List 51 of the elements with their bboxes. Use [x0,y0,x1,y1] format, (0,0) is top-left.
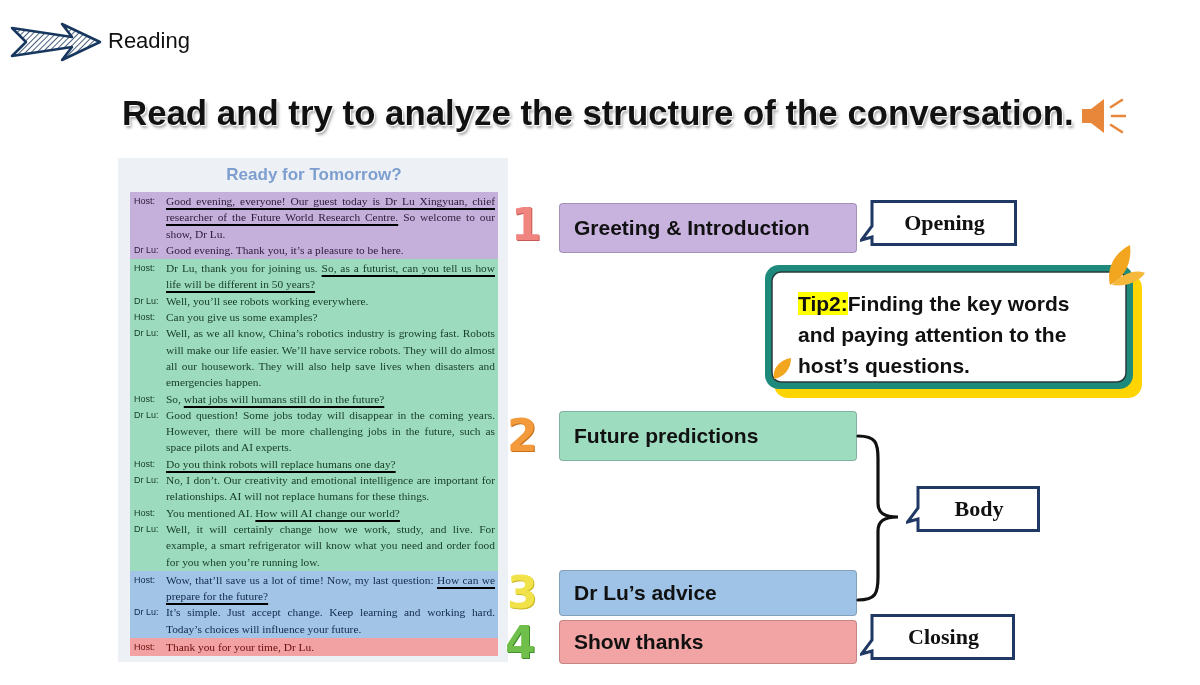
speaker-label: Dr Lu: [133,294,159,308]
passage-panel [118,158,508,662]
speaker-label: Dr Lu: [133,522,159,536]
speaker-label: Host: [133,195,155,208]
speaker-label: Host: [133,573,155,587]
speaker-label: Host: [133,392,155,406]
speaker-label: Dr Lu: [133,327,159,341]
callout-bubble: Opening [860,200,1017,246]
speech-text: Good evening, everyone! Our guest today is Dr Lu Xingyuan, chief researcher of the Future World Research Centre. So welcome to our show, Dr Lu. [166,194,495,242]
speaker-label: Host: [133,506,155,520]
speech-text: Can you give us some examples? [166,310,319,326]
step-number: 3 [507,571,538,615]
tip-box [764,264,1142,398]
speaker-label: Dr Lu: [133,408,159,422]
dialogue-band [130,192,498,260]
section-box: Future predictions [559,411,857,461]
speech-text: Well, as we all know, China’s robotics industry is growing fast. Robots will make our life easier. We’ll have service robots. They will do almost all our housework. They will also help save lives when disasters and emergencies happen. [166,326,495,391]
speech-text: Well, you’ll see robots working everywhere. [166,293,370,309]
passage-title: Ready for Tomorrow? [225,164,403,186]
speaker-label: Host: [133,641,155,654]
speech-text: Good question! Some jobs today will disappear in the coming years. However, there will be more challenging jobs in the future, such as space pilots and AI experts. [166,407,495,456]
tip-text: Tip2:Finding the key words and paying attention to the host’s questions. [798,291,1071,379]
speech-text: Wow, that’ll save us a lot of time! Now, my last question: How can we prepare for the future? [166,572,495,605]
speaker-label: Dr Lu: [133,243,159,257]
callout-bubble: Closing [860,614,1015,660]
speech-text: Thank you for your time, Dr Lu. [166,640,316,655]
step-number: 1 [511,203,542,247]
speech-text: Do you think robots will replace humans one day? [166,456,397,472]
section-heading: Reading [108,28,190,54]
speaker-label: Host: [133,262,155,276]
step-number: 2 [507,414,538,458]
callout-bubble: Body [906,486,1040,532]
slide-title: Read and try to analyze the structure of the conversation. [122,93,1074,134]
step-number: 4 [505,621,536,665]
section-box: Show thanks [559,620,857,664]
speech-text: It’s simple. Just accept change. Keep learning and working hard. Today’s choices will influence your future. [166,605,495,637]
speech-text: Dr Lu, thank you for joining us. So, as a futurist, can you tell us how life will be different in 50 years? [166,261,495,293]
speech-text: Good evening. Thank you, it’s a pleasure to be here. [166,242,405,258]
speech-text: You mentioned AI. How will AI change our world? [166,505,401,521]
speaker-label: Host: [133,457,155,471]
speech-text: Well, it will certainly change how we work, study, and live. For example, a smart refrigerator will know what you need and order food for you when you’re running low. [166,521,495,570]
dialogue-band [130,570,498,638]
speaker-label: Dr Lu: [133,606,159,620]
section-box: Dr Lu’s advice [559,570,857,616]
speech-text: No, I don’t. Our creativity and emotional intelligence are important for relationships. AI will not replace humans for these things. [166,473,495,505]
section-box: Greeting & Introduction [559,203,857,253]
speech-text: So, what jobs will humans still do in the future? [166,391,386,407]
speaker-label: Host: [133,311,155,325]
speaker-label: Dr Lu: [133,474,159,488]
dialogue-band [130,638,498,657]
dialogue-band [130,259,498,571]
